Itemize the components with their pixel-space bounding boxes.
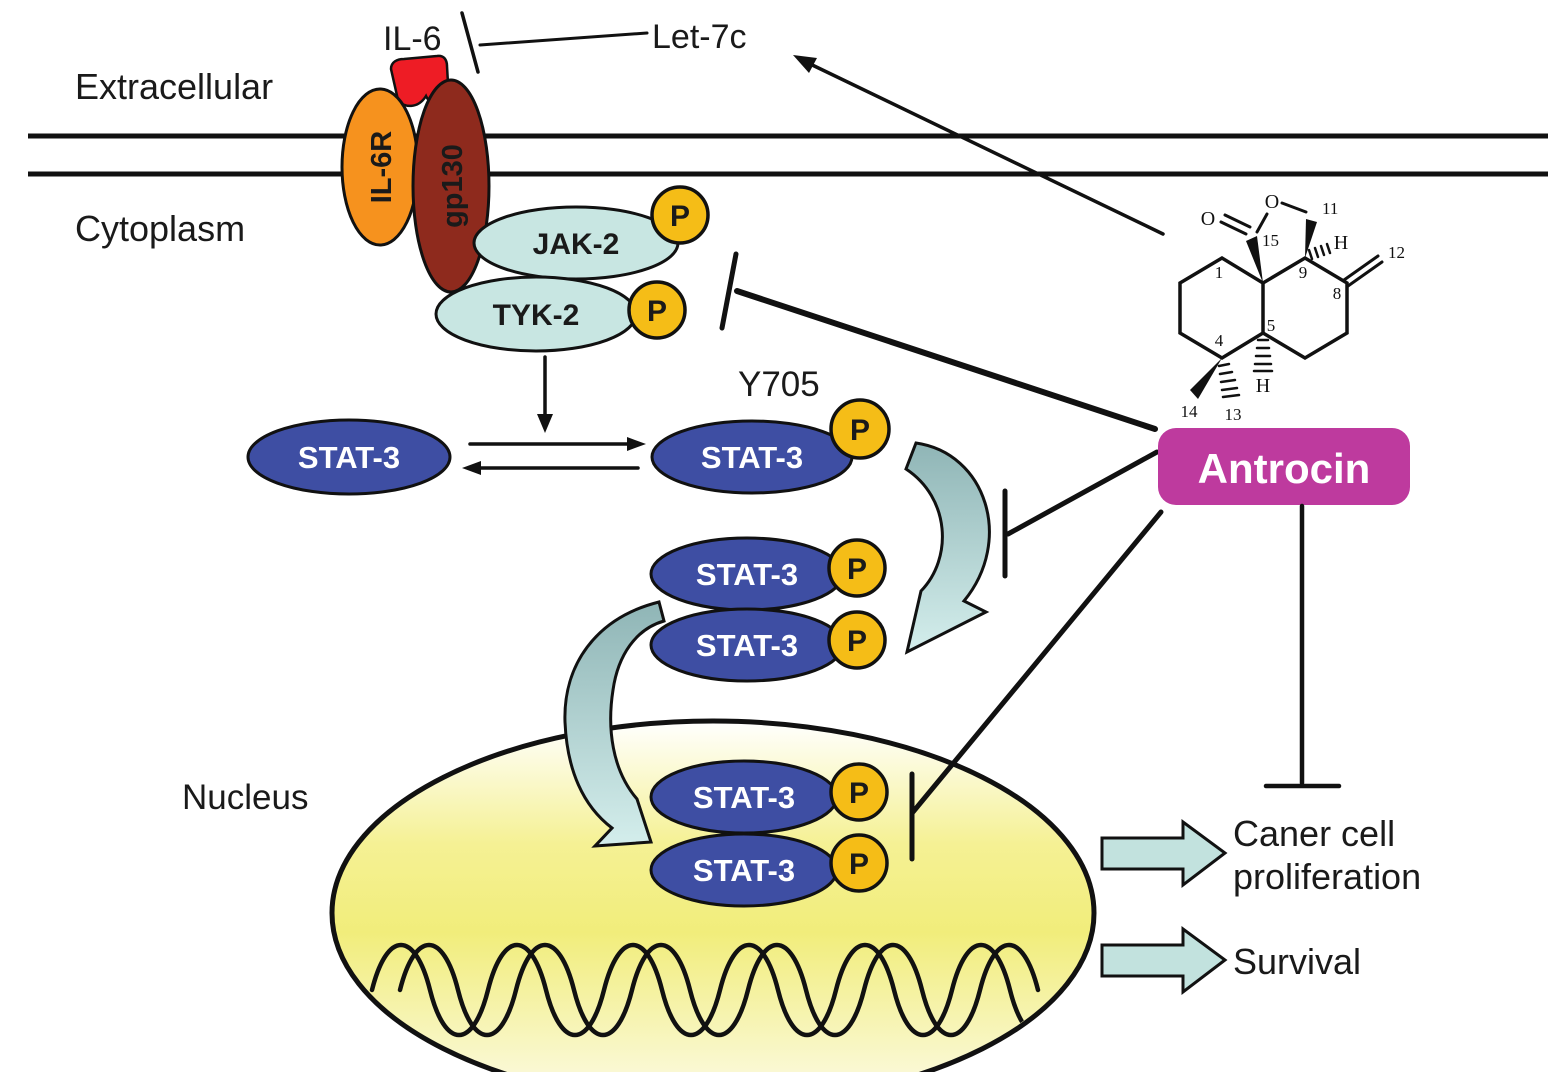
jak-tyk-inhibit-line: [734, 288, 1158, 432]
il6r-label: IL-6R: [366, 131, 398, 204]
phospho-label-stat3-monomer: P: [850, 414, 870, 447]
chem-bond-o-c11: [1280, 201, 1308, 214]
stat3-unphospho-label: STAT-3: [298, 440, 400, 475]
antrocin-label: Antrocin: [1198, 445, 1371, 492]
jak2-label: JAK-2: [533, 228, 620, 261]
equilibrium-reverse-arrowhead: [462, 461, 481, 475]
phospho-label-dimer-bottom: P: [847, 625, 867, 658]
equilibrium-forward-arrowhead: [627, 437, 646, 451]
let7c-label: Let-7c: [652, 18, 747, 56]
chem-label-c11: 11: [1322, 199, 1338, 218]
chem-label-c13: 13: [1225, 405, 1242, 424]
proliferation-block-arrow: [1100, 819, 1228, 889]
antrocin-box: [1158, 428, 1410, 505]
chem-methylene-bond2: [1342, 254, 1380, 282]
chem-label-c9: 9: [1299, 263, 1308, 282]
chem-carbonyl-bond2: [1223, 213, 1252, 229]
stat3-nuclear-bottom-label: STAT-3: [693, 853, 795, 888]
chem-label-c15: 15: [1262, 231, 1279, 250]
il6-label: IL-6: [383, 20, 442, 58]
dimerization-inhibit-line: [1005, 449, 1160, 537]
stat3-equilibrium-arrows: [462, 437, 646, 475]
chem-carbonyl-bond1: [1219, 220, 1248, 236]
chem-label-c14: 14: [1181, 402, 1199, 421]
antrocin-let7c-arrow-line: [804, 60, 1165, 236]
stat3-dimer-nucleus: STAT-3 P STAT-3 P: [649, 759, 889, 908]
phospho-badge-jak2: [650, 185, 710, 245]
kinase-to-stat3-arrow: [537, 355, 553, 433]
chem-label-h-c5: H: [1256, 375, 1270, 397]
chem-label-h-c9: H: [1334, 232, 1348, 254]
stat3-nuclear-top-label: STAT-3: [693, 780, 795, 815]
gp130-receptor: [411, 78, 491, 294]
gp130-label: gp130: [437, 144, 469, 228]
y705-residue-label: Y705: [738, 365, 820, 404]
let7c-inhibit-il6-line: [478, 31, 649, 47]
nuclear-stat3-inhibit-line: [910, 509, 1164, 815]
proliferation-label-line2: proliferation: [1233, 856, 1421, 897]
chem-label-c5: 5: [1267, 316, 1276, 335]
cytoplasm-label: Cytoplasm: [75, 208, 245, 249]
chem-wedge-c10-c15: [1246, 236, 1263, 283]
chem-label-o-carbonyl: O: [1201, 208, 1215, 230]
phospho-badge-stat3-monomer: [829, 398, 891, 460]
let7c-inhibit-il6-bar: [460, 11, 480, 74]
phospho-badge-nuclear-top: [829, 762, 889, 822]
chem-methylene-bond1: [1346, 260, 1384, 288]
antrocin-inhibits-proliferation: [1263, 503, 1342, 789]
antrocin-inhibits-dimerization: [1002, 449, 1160, 579]
stat3-dimer-bottom-label: STAT-3: [696, 628, 798, 663]
chem-hash-methyl-c13: [1217, 362, 1241, 399]
chem-label-c4: 4: [1215, 331, 1224, 350]
dna-strand-a: [369, 943, 1071, 1037]
nucleus-label: Nucleus: [182, 778, 308, 817]
phospho-label-jak2: P: [670, 200, 690, 233]
extracellular-label: Extracellular: [75, 66, 273, 107]
chem-wedge-methyl-c14: [1190, 358, 1222, 399]
phospho-badge-dimer-bottom: [827, 610, 887, 670]
proliferation-label-line1: Caner cell: [1233, 813, 1395, 854]
antrocin-activates-let7c-arrow: [793, 55, 1165, 236]
jak-tyk-inhibit-bar: [719, 251, 739, 331]
chem-wedge-c9-c11: [1305, 219, 1317, 258]
chem-label-c1: 1: [1215, 263, 1224, 282]
survival-label: Survival: [1233, 941, 1361, 982]
survival-block-arrow: [1100, 926, 1228, 996]
plasma-membrane: [28, 133, 1548, 177]
antrocin-inhibits-nuclear-stat3: [909, 509, 1164, 862]
kinase-stat3-arrowhead: [537, 414, 553, 433]
chem-label-c12: 12: [1388, 243, 1405, 262]
phospho-label-dimer-top: P: [847, 553, 867, 586]
phospho-label-nuclear-bottom: P: [849, 848, 869, 881]
dimerization-curved-arrow: [904, 441, 991, 655]
antrocin-chemical-structure: O O 11 15 1 9 8 5 4 12 14 13 H H: [1178, 191, 1405, 424]
chem-bond-c15-o: [1255, 212, 1269, 234]
chem-label-o-ester: O: [1265, 191, 1279, 213]
stat3-phospho-label: STAT-3: [701, 440, 803, 475]
chem-hash-h-c5: [1252, 338, 1274, 373]
phospho-badge-tyk2: [627, 280, 687, 340]
antrocin-let7c-arrowhead: [793, 55, 817, 73]
phospho-label-nuclear-top: P: [849, 777, 869, 810]
phospho-badge-dimer-top: [827, 538, 887, 598]
tyk2-label: TYK-2: [493, 299, 580, 332]
nuclear-translocation-curved-arrow: [563, 600, 666, 848]
phospho-badge-nuclear-bottom: [829, 833, 889, 893]
antrocin-inhibits-jak-tyk: [719, 251, 1158, 432]
chem-hash-h-c9: [1307, 242, 1332, 261]
chem-ring-b: [1261, 255, 1349, 361]
stat3-unphosphorylated: [246, 418, 452, 496]
phospho-label-tyk2: P: [647, 295, 667, 328]
dna-double-helix: [369, 943, 1071, 1037]
stat3-dimer-top-label: STAT-3: [696, 557, 798, 592]
dna-strand-b: [397, 943, 1041, 1037]
chem-label-c8: 8: [1333, 284, 1342, 303]
stat3-dimer-cytoplasm: STAT-3 P STAT-3 P: [649, 536, 887, 683]
